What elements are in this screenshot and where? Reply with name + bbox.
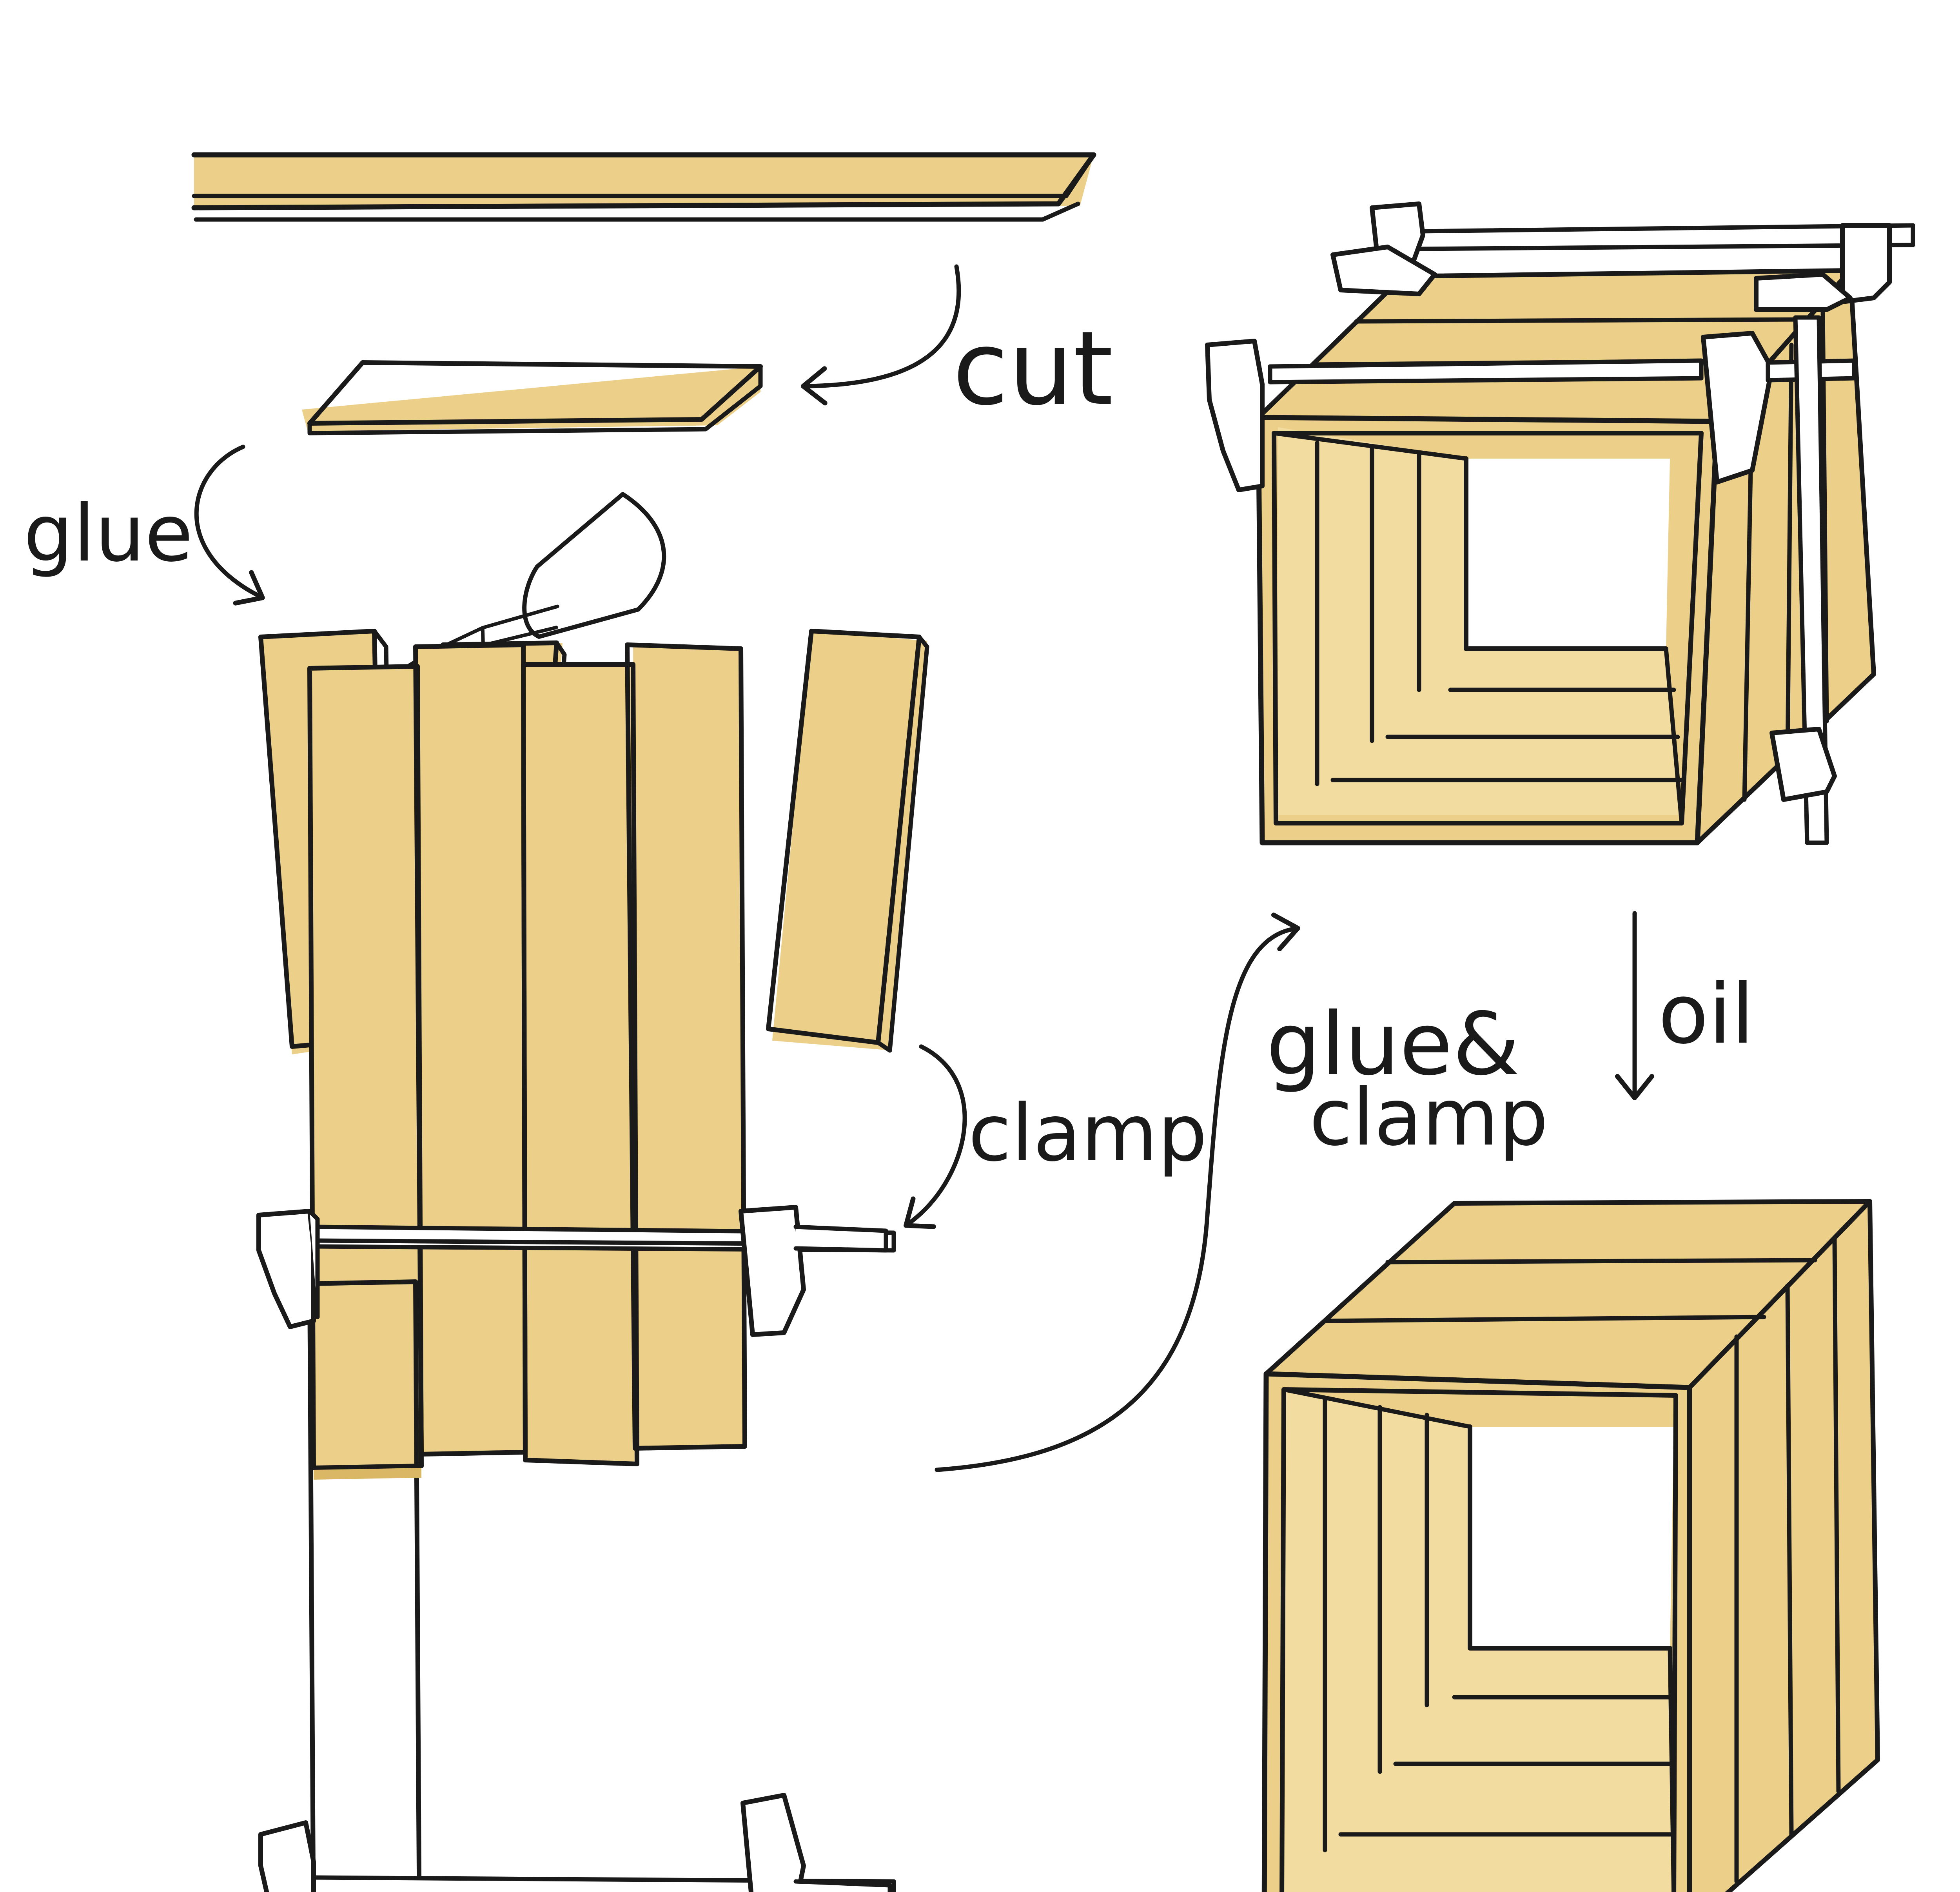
glue-arrow	[196, 447, 259, 596]
clamp-arrow	[909, 1047, 965, 1223]
clamp-label: clamp	[968, 1088, 1207, 1179]
long-board	[194, 155, 1094, 219]
cut-arrow	[808, 267, 959, 386]
glue-and-clamp-arrow	[937, 929, 1294, 1470]
oil-label: oil	[1658, 966, 1754, 1062]
cut-board	[302, 363, 760, 433]
glue-label: glue	[24, 488, 193, 579]
board-4	[768, 631, 927, 1050]
bar-clamp-icon	[261, 1795, 894, 1892]
clamped-box	[1207, 204, 1913, 843]
cut-label: cut	[953, 310, 1113, 428]
clamped-panel	[310, 643, 747, 1892]
finished-box	[1262, 1201, 1878, 1892]
glue-and-clamp-label-line2: clamp	[1309, 1072, 1548, 1163]
